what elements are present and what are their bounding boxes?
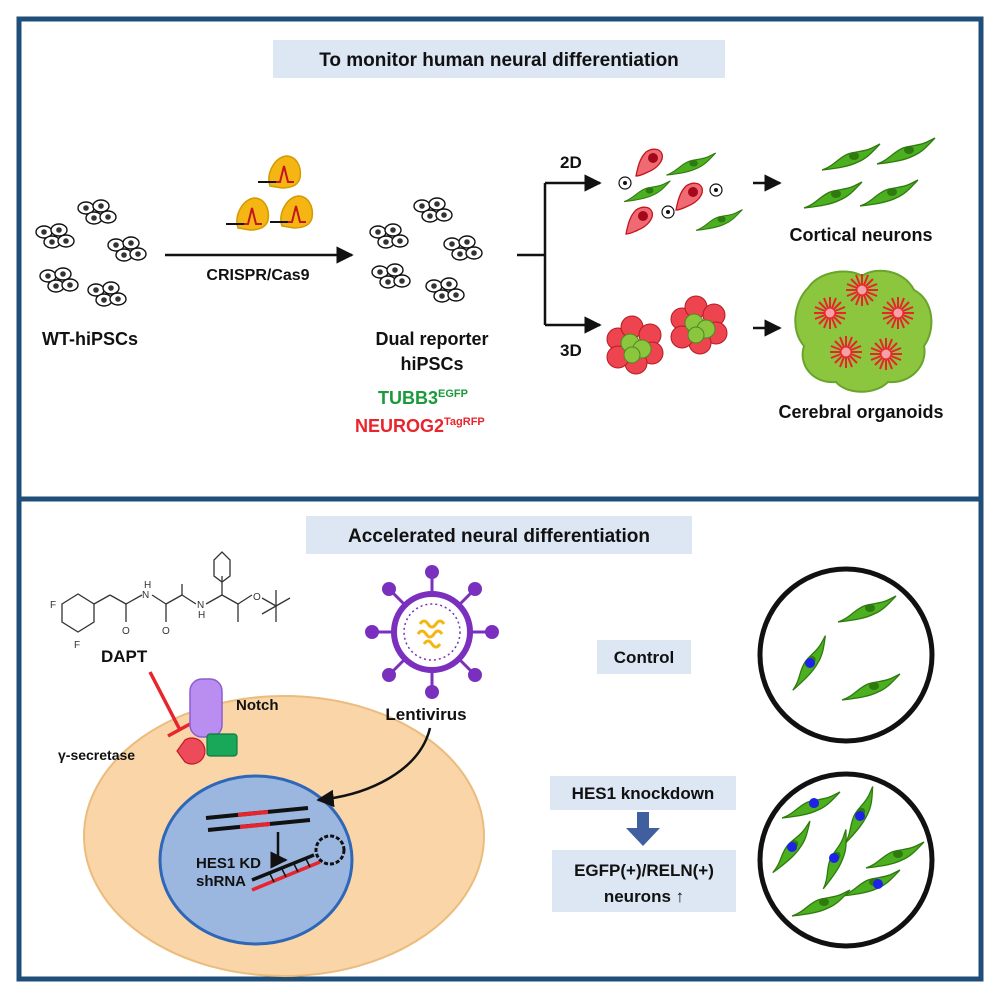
dapt-atom-labels: F F N H N O O H O [50, 580, 261, 651]
cerebral-organoids-label: Cerebral organoids [778, 402, 943, 422]
svg-text:O: O [253, 592, 261, 603]
top-panel-border [16, 16, 984, 502]
dual-reporter-label-line1: Dual reporter [375, 329, 488, 349]
dna-strands [205, 806, 311, 832]
hes1-kd-label-line2: shRNA [196, 873, 246, 890]
bottom-title: Accelerated neural differentiation [348, 526, 650, 547]
wt-hipsc-label: WT-hiPSCs [42, 329, 138, 349]
svg-text:N: N [197, 600, 204, 611]
transcription-arrow [270, 832, 288, 869]
2d-culture-cells [618, 148, 743, 235]
dapt-label: DAPT [101, 647, 148, 666]
wt-hipsc-cells [35, 199, 147, 307]
shrna-hairpin [251, 834, 346, 892]
neurog2-main: NEUROG2 [355, 416, 444, 436]
bottom-panel-border [16, 496, 984, 982]
control-dish [757, 566, 935, 744]
svg-text:F: F [74, 640, 80, 651]
lentivirus-icon [365, 565, 499, 699]
svg-text:H: H [198, 610, 205, 621]
dual-reporter-cells [369, 197, 483, 303]
svg-text:N: N [142, 590, 149, 601]
control-label: Control [614, 648, 674, 667]
control-neurons [777, 595, 901, 701]
svg-text:O: O [122, 626, 130, 637]
3d-spheroids [606, 295, 728, 375]
result-label-line1: EGFP(+)/RELN(+) [574, 861, 714, 880]
notch-label: Notch [236, 697, 279, 714]
gamma-secretase-icon [176, 737, 206, 765]
branch-arrows [517, 174, 602, 334]
lentivirus-arrow [316, 727, 432, 808]
knockdown-dish [757, 771, 935, 949]
bottom-title-box [306, 516, 692, 554]
dapt-inhibition [148, 671, 191, 738]
tubb3-label: TUBB3EGFP [378, 388, 468, 408]
lentivirus-label: Lentivirus [385, 705, 466, 724]
gamma-secretase-label: γ-secretase [58, 747, 135, 763]
cortical-neurons-label: Cortical neurons [789, 225, 932, 245]
label-2d: 2D [560, 153, 582, 172]
svg-text:O: O [162, 626, 170, 637]
neurog2-sup: TagRFP [444, 416, 485, 428]
label-3d: 3D [560, 341, 582, 360]
cas9-icons [226, 155, 314, 231]
dapt-structure [61, 551, 291, 633]
svg-text:F: F [50, 600, 56, 611]
knockdown-neurons [759, 785, 925, 917]
tubb3-main: TUBB3 [378, 388, 438, 408]
control-box [597, 640, 691, 674]
result-label-line2: neurons ↑ [604, 887, 684, 906]
hes1-kd-label-line1: HES1 KD [196, 855, 261, 872]
notch-intracellular [206, 733, 238, 757]
cortical-neurons [803, 137, 936, 209]
down-arrow [626, 812, 660, 846]
dual-reporter-label-line2: hiPSCs [400, 354, 463, 374]
top-title: To monitor human neural differentiation [319, 50, 679, 71]
top-title-box [273, 40, 725, 78]
tubb3-sup: EGFP [438, 388, 468, 400]
svg-text:H: H [144, 580, 151, 591]
notch-receptor [189, 678, 223, 738]
neurog2-label: NEUROG2TagRFP [355, 416, 485, 436]
result-box [552, 850, 736, 912]
cerebral-organoid [794, 269, 933, 393]
crispr-label: CRISPR/Cas9 [206, 267, 309, 284]
hes1-knockdown-box [550, 776, 736, 810]
hes1-knockdown-label: HES1 knockdown [572, 784, 715, 803]
